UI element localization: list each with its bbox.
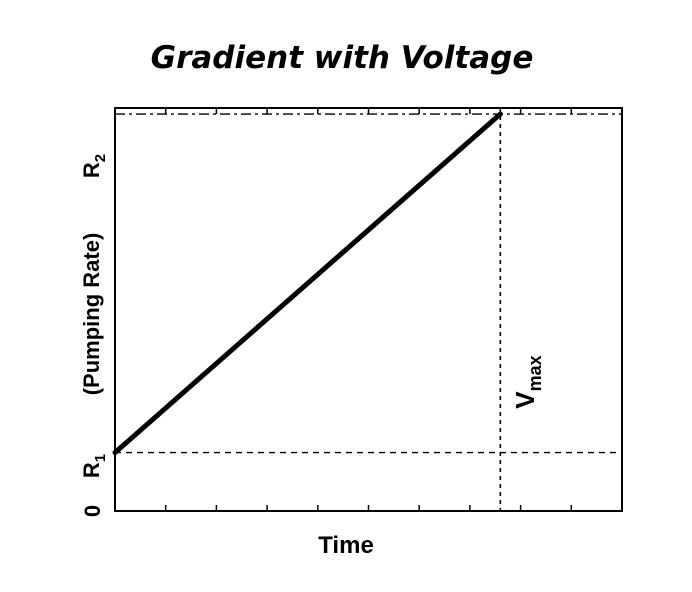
y-tick-label-r1: R1 (79, 454, 109, 478)
x-axis-label: Time (318, 532, 374, 559)
y-axis-label: (Pumping Rate) (79, 233, 104, 396)
vmax-base: V (510, 391, 540, 409)
axis-ticks (164, 108, 573, 511)
r1-base: R (79, 462, 104, 478)
plot-frame (114, 107, 623, 512)
y-tick-label-zero: 0 (80, 505, 105, 517)
vmax-subscript: max (525, 355, 545, 391)
vmax-label: Vmax (510, 355, 545, 408)
chart-title: Gradient with Voltage (151, 40, 534, 76)
r2-subscript: 2 (92, 154, 109, 162)
r2-base: R (79, 162, 104, 178)
series-line (112, 111, 503, 456)
r1-subscript: 1 (92, 454, 109, 462)
y-tick-label-r2: R2 (79, 154, 109, 178)
